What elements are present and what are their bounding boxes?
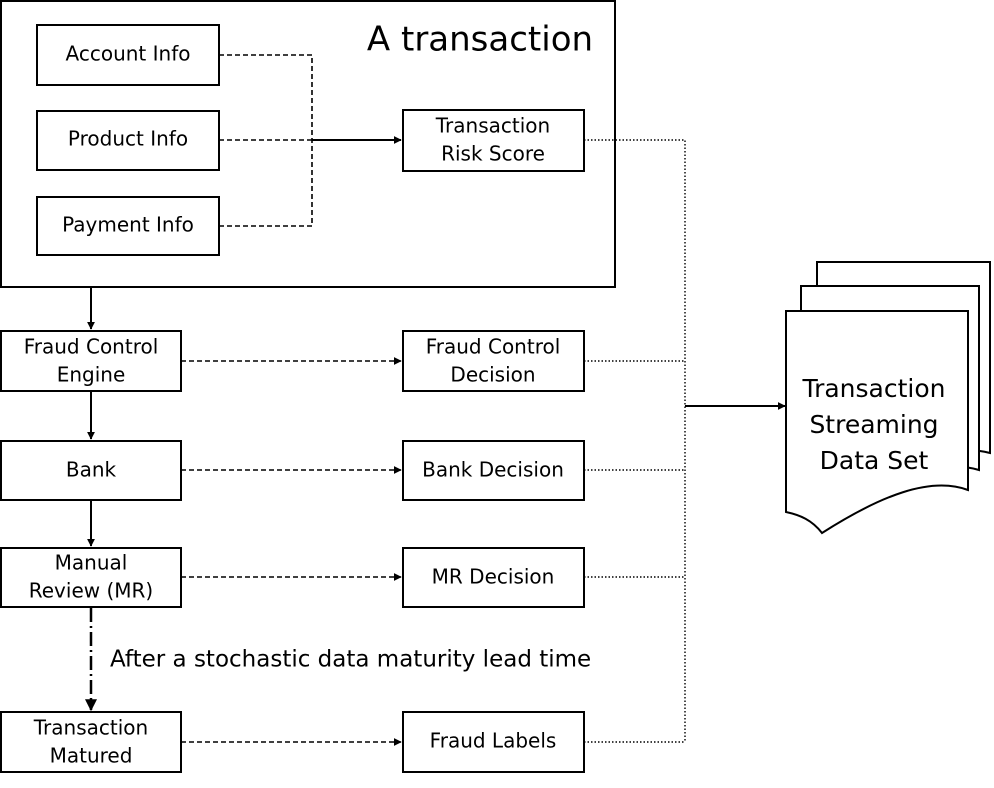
bank-decision-box: Bank Decision	[402, 440, 585, 501]
manual-review-label-line2: Review (MR)	[29, 579, 153, 603]
fraud-engine-label-line1: Fraud Control	[24, 335, 159, 359]
fraud-control-decision-line1: Fraud Control	[426, 335, 561, 359]
account-connector	[219, 54, 313, 140]
bank-box: Bank	[0, 440, 182, 501]
transaction-title: A transaction	[367, 20, 593, 60]
dataset-label-line1: Transaction	[801, 374, 945, 403]
fraud-engine-label-line2: Engine	[57, 363, 126, 387]
account-info-box: Account Info	[36, 24, 220, 86]
manual-review-label-line1: Manual	[55, 551, 128, 575]
risk-score-label-line2: Risk Score	[441, 142, 545, 166]
payment-connector	[219, 140, 313, 227]
dataset-label-line3: Data Set	[820, 446, 929, 475]
collector-lines	[584, 139, 686, 743]
risk-score-box: Transaction Risk Score	[402, 109, 585, 172]
manual-review-box: Manual Review (MR)	[0, 547, 182, 608]
fraud-labels-label: Fraud Labels	[430, 729, 557, 753]
risk-score-label-line1: Transaction	[435, 114, 550, 138]
dataset-label-line2: Streaming	[809, 410, 938, 439]
mr-decision-label: MR Decision	[432, 565, 555, 589]
bank-decision-label: Bank Decision	[422, 458, 564, 482]
fraud-control-decision-box: Fraud Control Decision	[402, 330, 585, 392]
account-info-label: Account Info	[66, 42, 191, 66]
bank-label: Bank	[66, 458, 117, 482]
product-info-box: Product Info	[36, 110, 220, 171]
dataset-document-stack: Transaction Streaming Data Set	[785, 261, 991, 535]
product-info-label: Product Info	[68, 127, 188, 151]
matured-label-line2: Matured	[50, 744, 133, 768]
payment-info-box: Payment Info	[36, 196, 220, 256]
matured-label-line1: Transaction	[33, 716, 148, 740]
payment-info-label: Payment Info	[62, 213, 194, 237]
fraud-engine-box: Fraud Control Engine	[0, 330, 182, 392]
mr-decision-box: MR Decision	[402, 547, 585, 608]
transaction-matured-box: Transaction Matured	[0, 711, 182, 773]
fraud-labels-box: Fraud Labels	[402, 711, 585, 773]
fraud-control-decision-line2: Decision	[450, 363, 535, 387]
lead-time-note: After a stochastic data maturity lead ti…	[110, 647, 591, 673]
